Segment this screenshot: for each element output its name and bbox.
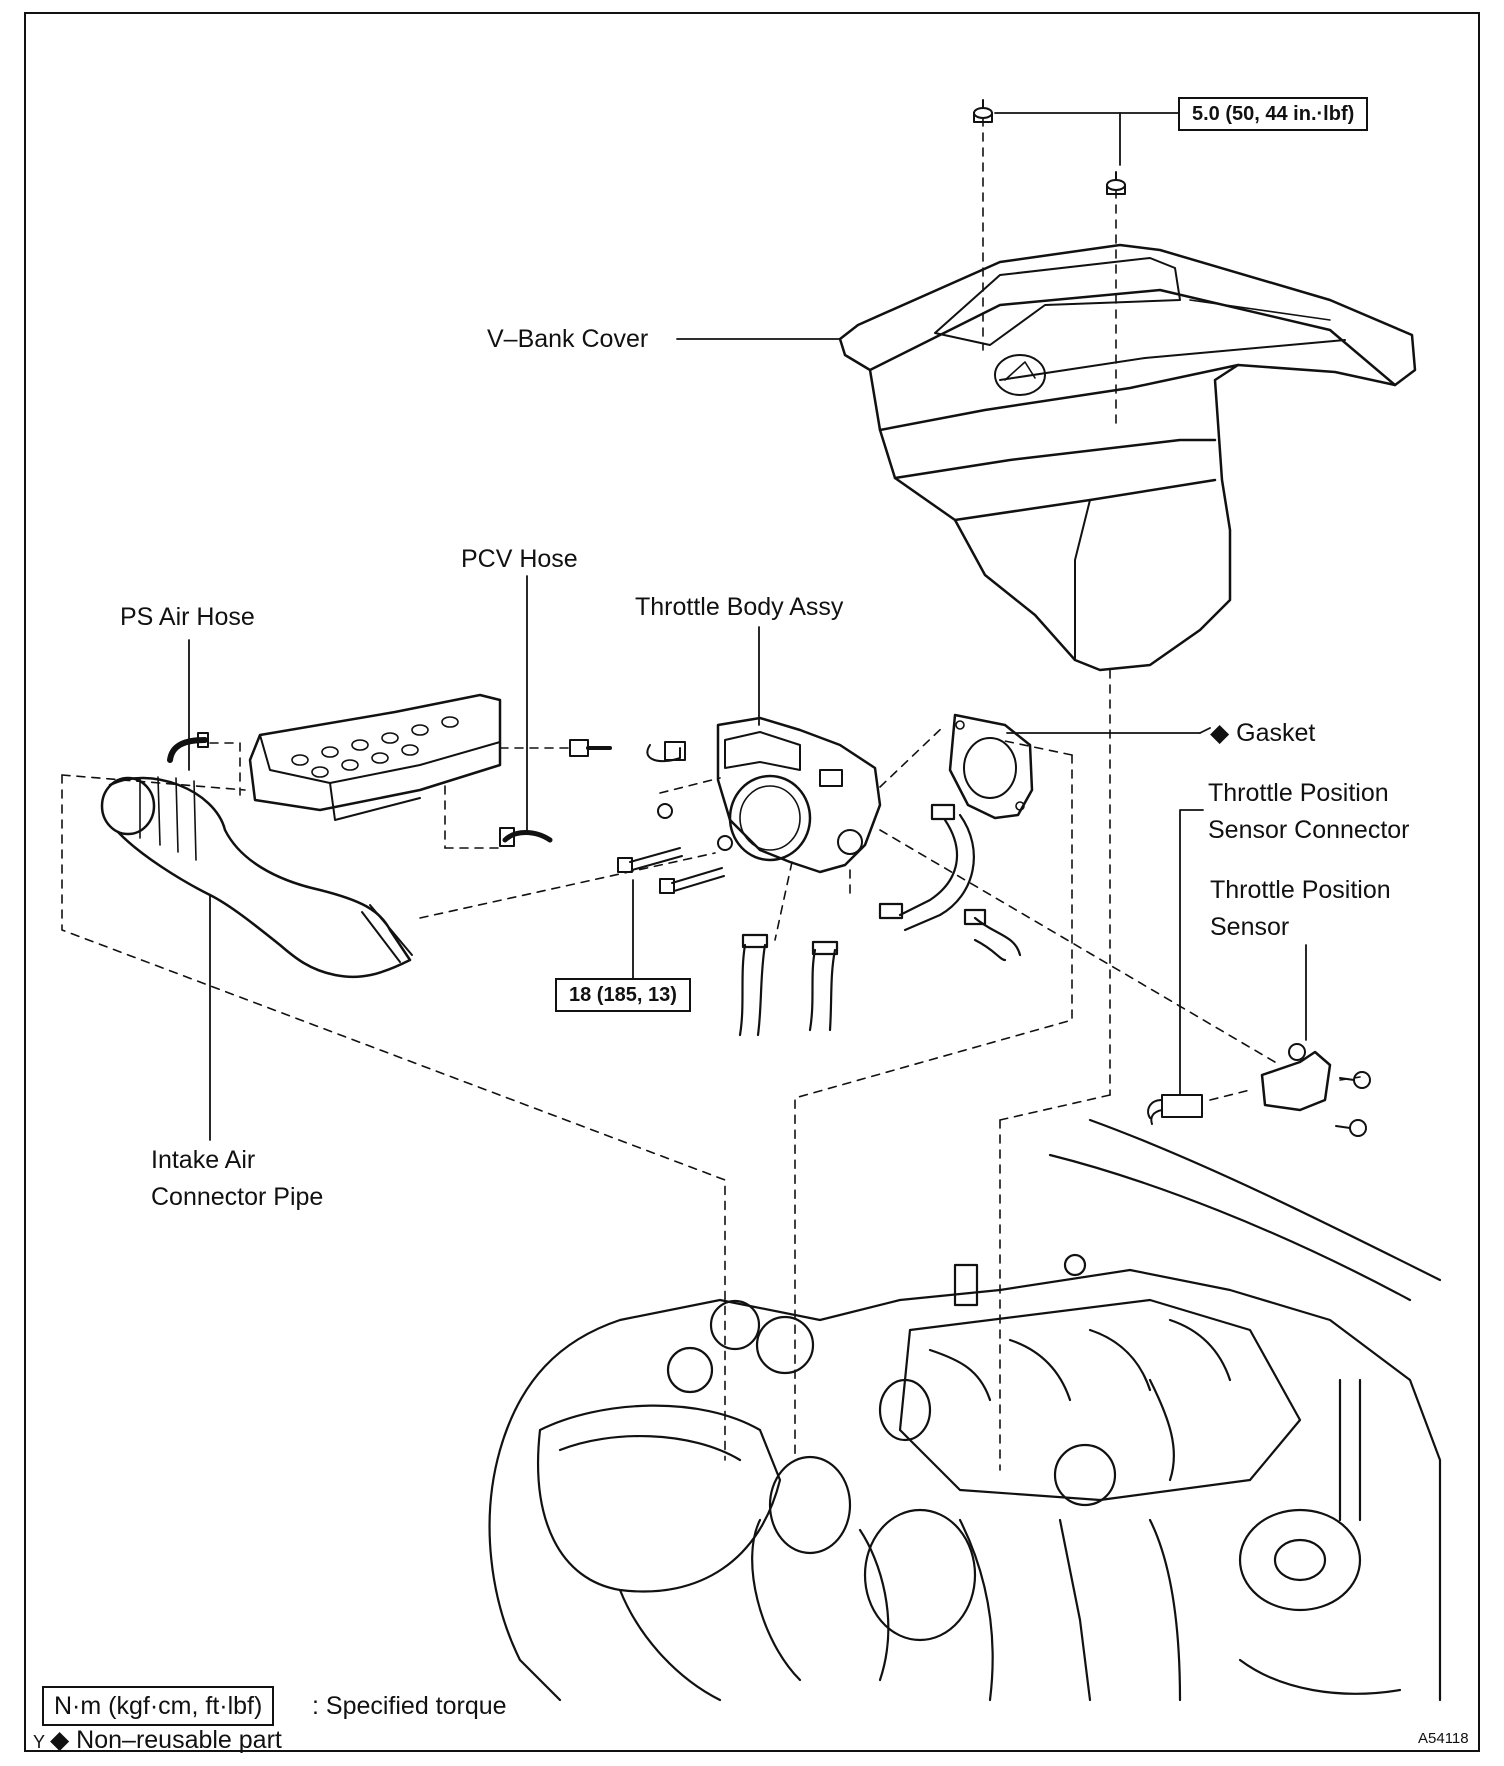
gasket-drawing (948, 713, 1034, 820)
label-intake-air-line1: Intake Air (151, 1146, 256, 1174)
cover-nut-1 (973, 99, 993, 123)
label-tps-connector-line1: Throttle Position (1208, 779, 1389, 807)
legend-torque-unit-box: N·m (kgf·cm, ft·lbf) (42, 1686, 275, 1726)
label-tps-connector-line2: Sensor Connector (1208, 816, 1410, 844)
torque-spec-cover-nut: 5.0 (50, 44 in.·lbf) (1178, 97, 1369, 131)
label-tps-line1: Throttle Position (1210, 876, 1391, 904)
legend-torque-desc: : Specified torque (312, 1692, 507, 1720)
label-gasket: ◆ Gasket (1210, 719, 1316, 747)
water-bypass-hoses-drawing (738, 803, 1022, 1037)
throttle-body-drawing (716, 716, 882, 874)
label-throttle-body-assy: Throttle Body Assy (635, 593, 844, 621)
label-ps-air-hose: PS Air Hose (120, 603, 255, 631)
air-cleaner-case-drawing (248, 693, 502, 821)
cover-nut-2 (1106, 171, 1126, 195)
legend-corner-mark: Y (33, 1732, 46, 1752)
ps-air-hose-drawing (167, 732, 209, 763)
v-bank-cover-drawing (838, 243, 1417, 672)
small-connector-drawing (569, 739, 686, 763)
alignment-lines (61, 117, 1361, 1471)
label-intake-air-line2: Connector Pipe (151, 1183, 324, 1211)
label-tps-line2: Sensor (1210, 913, 1290, 941)
figure-code: A54118 (1418, 1730, 1469, 1747)
throttle-position-sensor-drawing (1260, 1043, 1371, 1137)
engine-assembly-drawing (488, 1118, 1442, 1702)
intake-air-connector-pipe-drawing (100, 776, 413, 979)
label-pcv-hose: PCV Hose (461, 545, 578, 573)
torque-spec-throttle-bolt: 18 (185, 13) (555, 978, 691, 1012)
throttle-bolts-drawing (617, 803, 733, 894)
pcv-hose-drawing (499, 827, 553, 847)
tps-connector-drawing (1147, 1094, 1203, 1125)
leader-lines (188, 112, 1307, 1141)
label-v-bank-cover: V–Bank Cover (487, 325, 649, 353)
diagram-frame (24, 12, 1480, 1752)
legend-non-reusable: ◆ Non–reusable part (50, 1726, 282, 1754)
